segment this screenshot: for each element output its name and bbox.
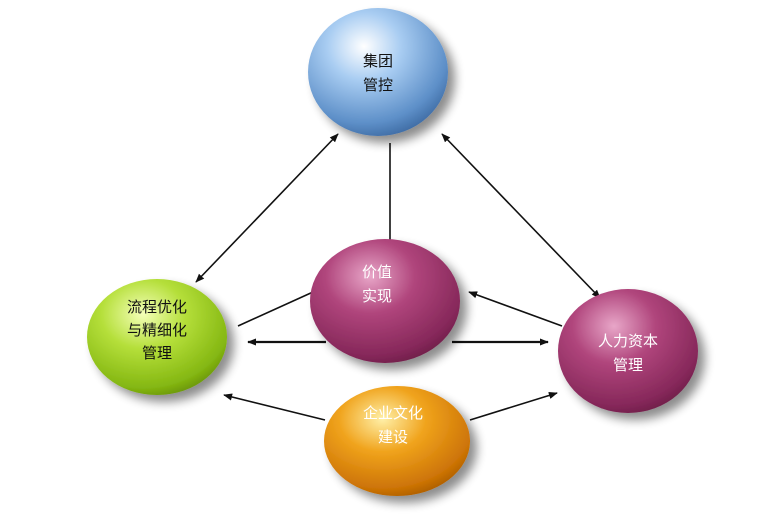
node-human-capital-label-2: 管理 [613,356,643,374]
node-enterprise-culture: 企业文化 建设 [324,386,470,496]
arrow-human-to-value [468,291,563,327]
node-value-realization-circle [310,239,460,363]
node-process-optimization-label-3: 管理 [142,344,172,362]
arrow-group-human [441,133,601,299]
node-human-capital: 人力资本 管理 [558,289,698,413]
arrow-culture-to-process [223,393,326,421]
node-process-optimization-label-2: 与精细化 [127,321,187,339]
node-human-capital-circle [558,289,698,413]
node-value-realization-label-2: 实现 [362,287,392,305]
node-group-control-circle [308,8,448,136]
node-group-control-label-2: 管控 [363,76,393,94]
node-enterprise-culture-circle [324,386,470,496]
node-process-optimization-circle [87,279,227,395]
node-process-optimization: 流程优化 与精细化 管理 [87,279,227,395]
arrow-culture-to-human [469,391,558,421]
node-human-capital-label-1: 人力资本 [598,332,658,350]
node-value-realization: 价值 实现 [310,239,460,363]
node-group-control-label-1: 集团 [363,52,393,70]
connectors [195,133,601,421]
node-group-control: 集团 管控 [308,8,448,136]
arrow-group-process [195,133,339,283]
line-value-process [237,291,314,327]
node-enterprise-culture-label-1: 企业文化 [363,404,423,422]
node-process-optimization-label-1: 流程优化 [127,298,187,316]
node-value-realization-label-1: 价值 [362,263,392,281]
node-enterprise-culture-label-2: 建设 [378,428,408,446]
